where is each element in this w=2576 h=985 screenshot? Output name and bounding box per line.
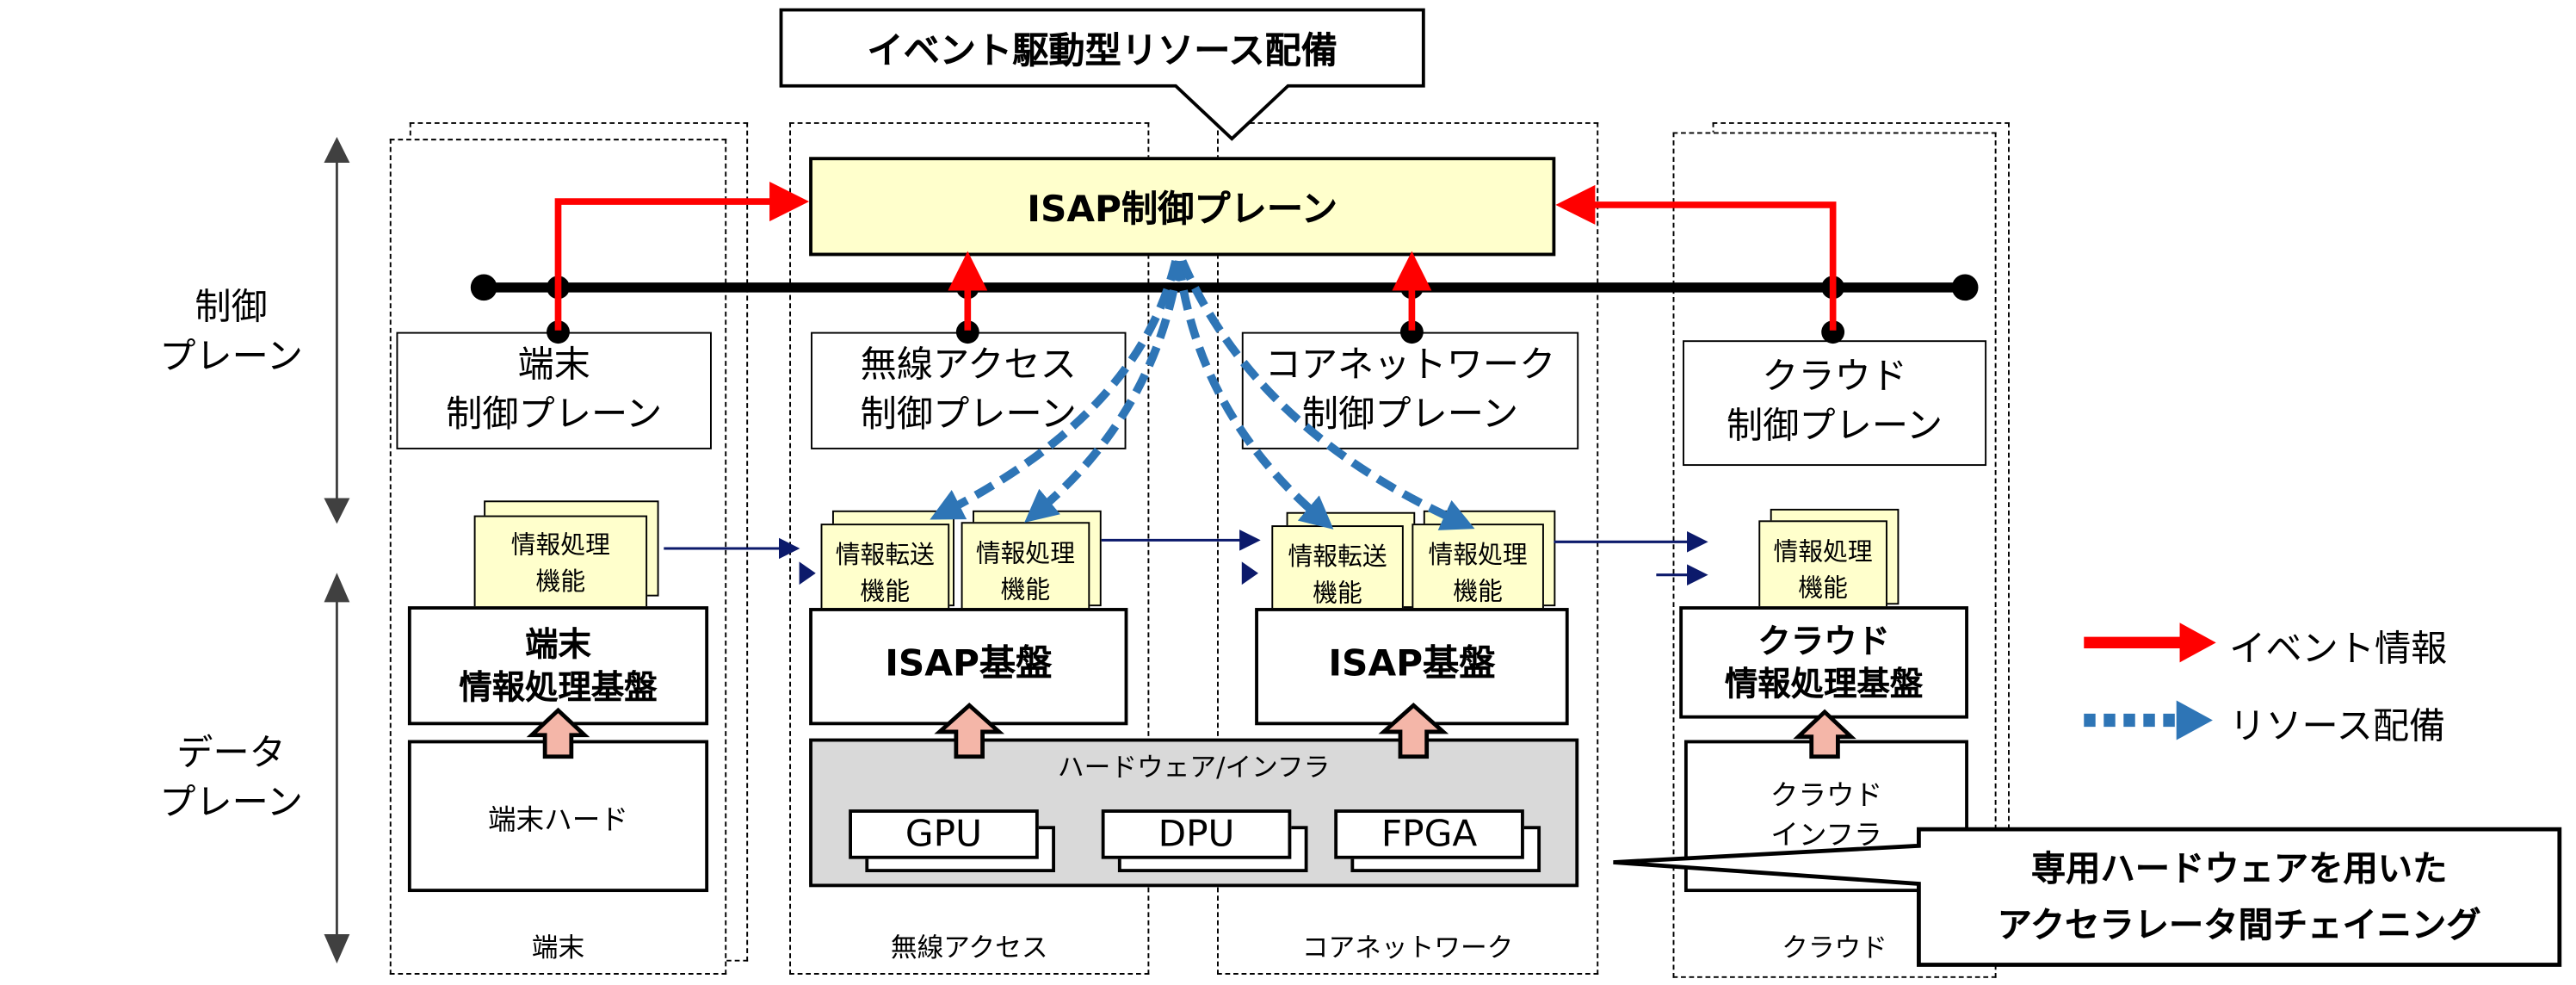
accelerator-dpu: DPU <box>1101 809 1292 859</box>
terminal-hardware: 端末ハード <box>407 740 709 893</box>
accelerator-callout-shape <box>1613 827 2562 967</box>
axis-label-control-plane: 制御 プレーン <box>159 287 303 379</box>
core-network-control-plane: コアネットワーク 制御プレーン <box>1241 331 1579 449</box>
axis-label-data-plane: データ プレーン <box>159 733 303 825</box>
terminal-control-plane: 端末 制御プレーン <box>396 331 712 449</box>
control-plane-axis-arrow <box>324 137 350 524</box>
radio-info-processing-function: 情報処理 機能 <box>961 522 1090 622</box>
shared-hardware-label: ハードウェア/インフラ <box>1057 751 1331 784</box>
legend-event-info-swatch <box>2084 623 2216 663</box>
core-info-transfer-function: 情報転送 機能 <box>1271 525 1404 625</box>
column-label-core-network: コアネットワーク <box>1301 932 1514 963</box>
upward-block-arrows <box>526 703 1856 759</box>
radio-access-control-plane: 無線アクセス 制御プレーン <box>811 331 1127 449</box>
terminal-info-platform: 端末 情報処理基盤 <box>407 606 709 726</box>
column-label-radio-access: 無線アクセス <box>890 932 1048 963</box>
legend-resource-deployment-swatch <box>2084 700 2213 740</box>
terminal-info-processing-function: 情報処理 機能 <box>473 515 648 611</box>
accelerator-callout-text: 専用ハードウェアを用いた アクセラレータ間チェイニング <box>1997 849 2481 945</box>
accelerator-gpu: GPU <box>849 809 1039 859</box>
data-flow-arrows <box>664 530 1708 585</box>
data-plane-axis-arrow <box>324 573 350 964</box>
column-label-cloud: クラウド <box>1782 932 1887 963</box>
core-info-processing-function: 情報処理 機能 <box>1412 523 1544 623</box>
isap-control-plane: ISAP制御プレーン <box>809 157 1556 257</box>
title-callout: イベント駆動型リソース配備 <box>867 31 1337 73</box>
control-bus <box>470 274 1979 344</box>
legend-event-info-label: イベント情報 <box>2229 629 2448 671</box>
legend-resource-deployment-label: リソース配備 <box>2229 707 2446 749</box>
accelerator-fpga: FPGA <box>1334 809 1524 859</box>
resource-deployment-arrows <box>930 259 1475 530</box>
column-frame-core-network <box>1217 121 1599 975</box>
column-label-terminal: 端末 <box>531 932 585 963</box>
event-info-arrows <box>554 182 1837 331</box>
cloud-control-plane: クラウド 制御プレーン <box>1683 340 1987 467</box>
